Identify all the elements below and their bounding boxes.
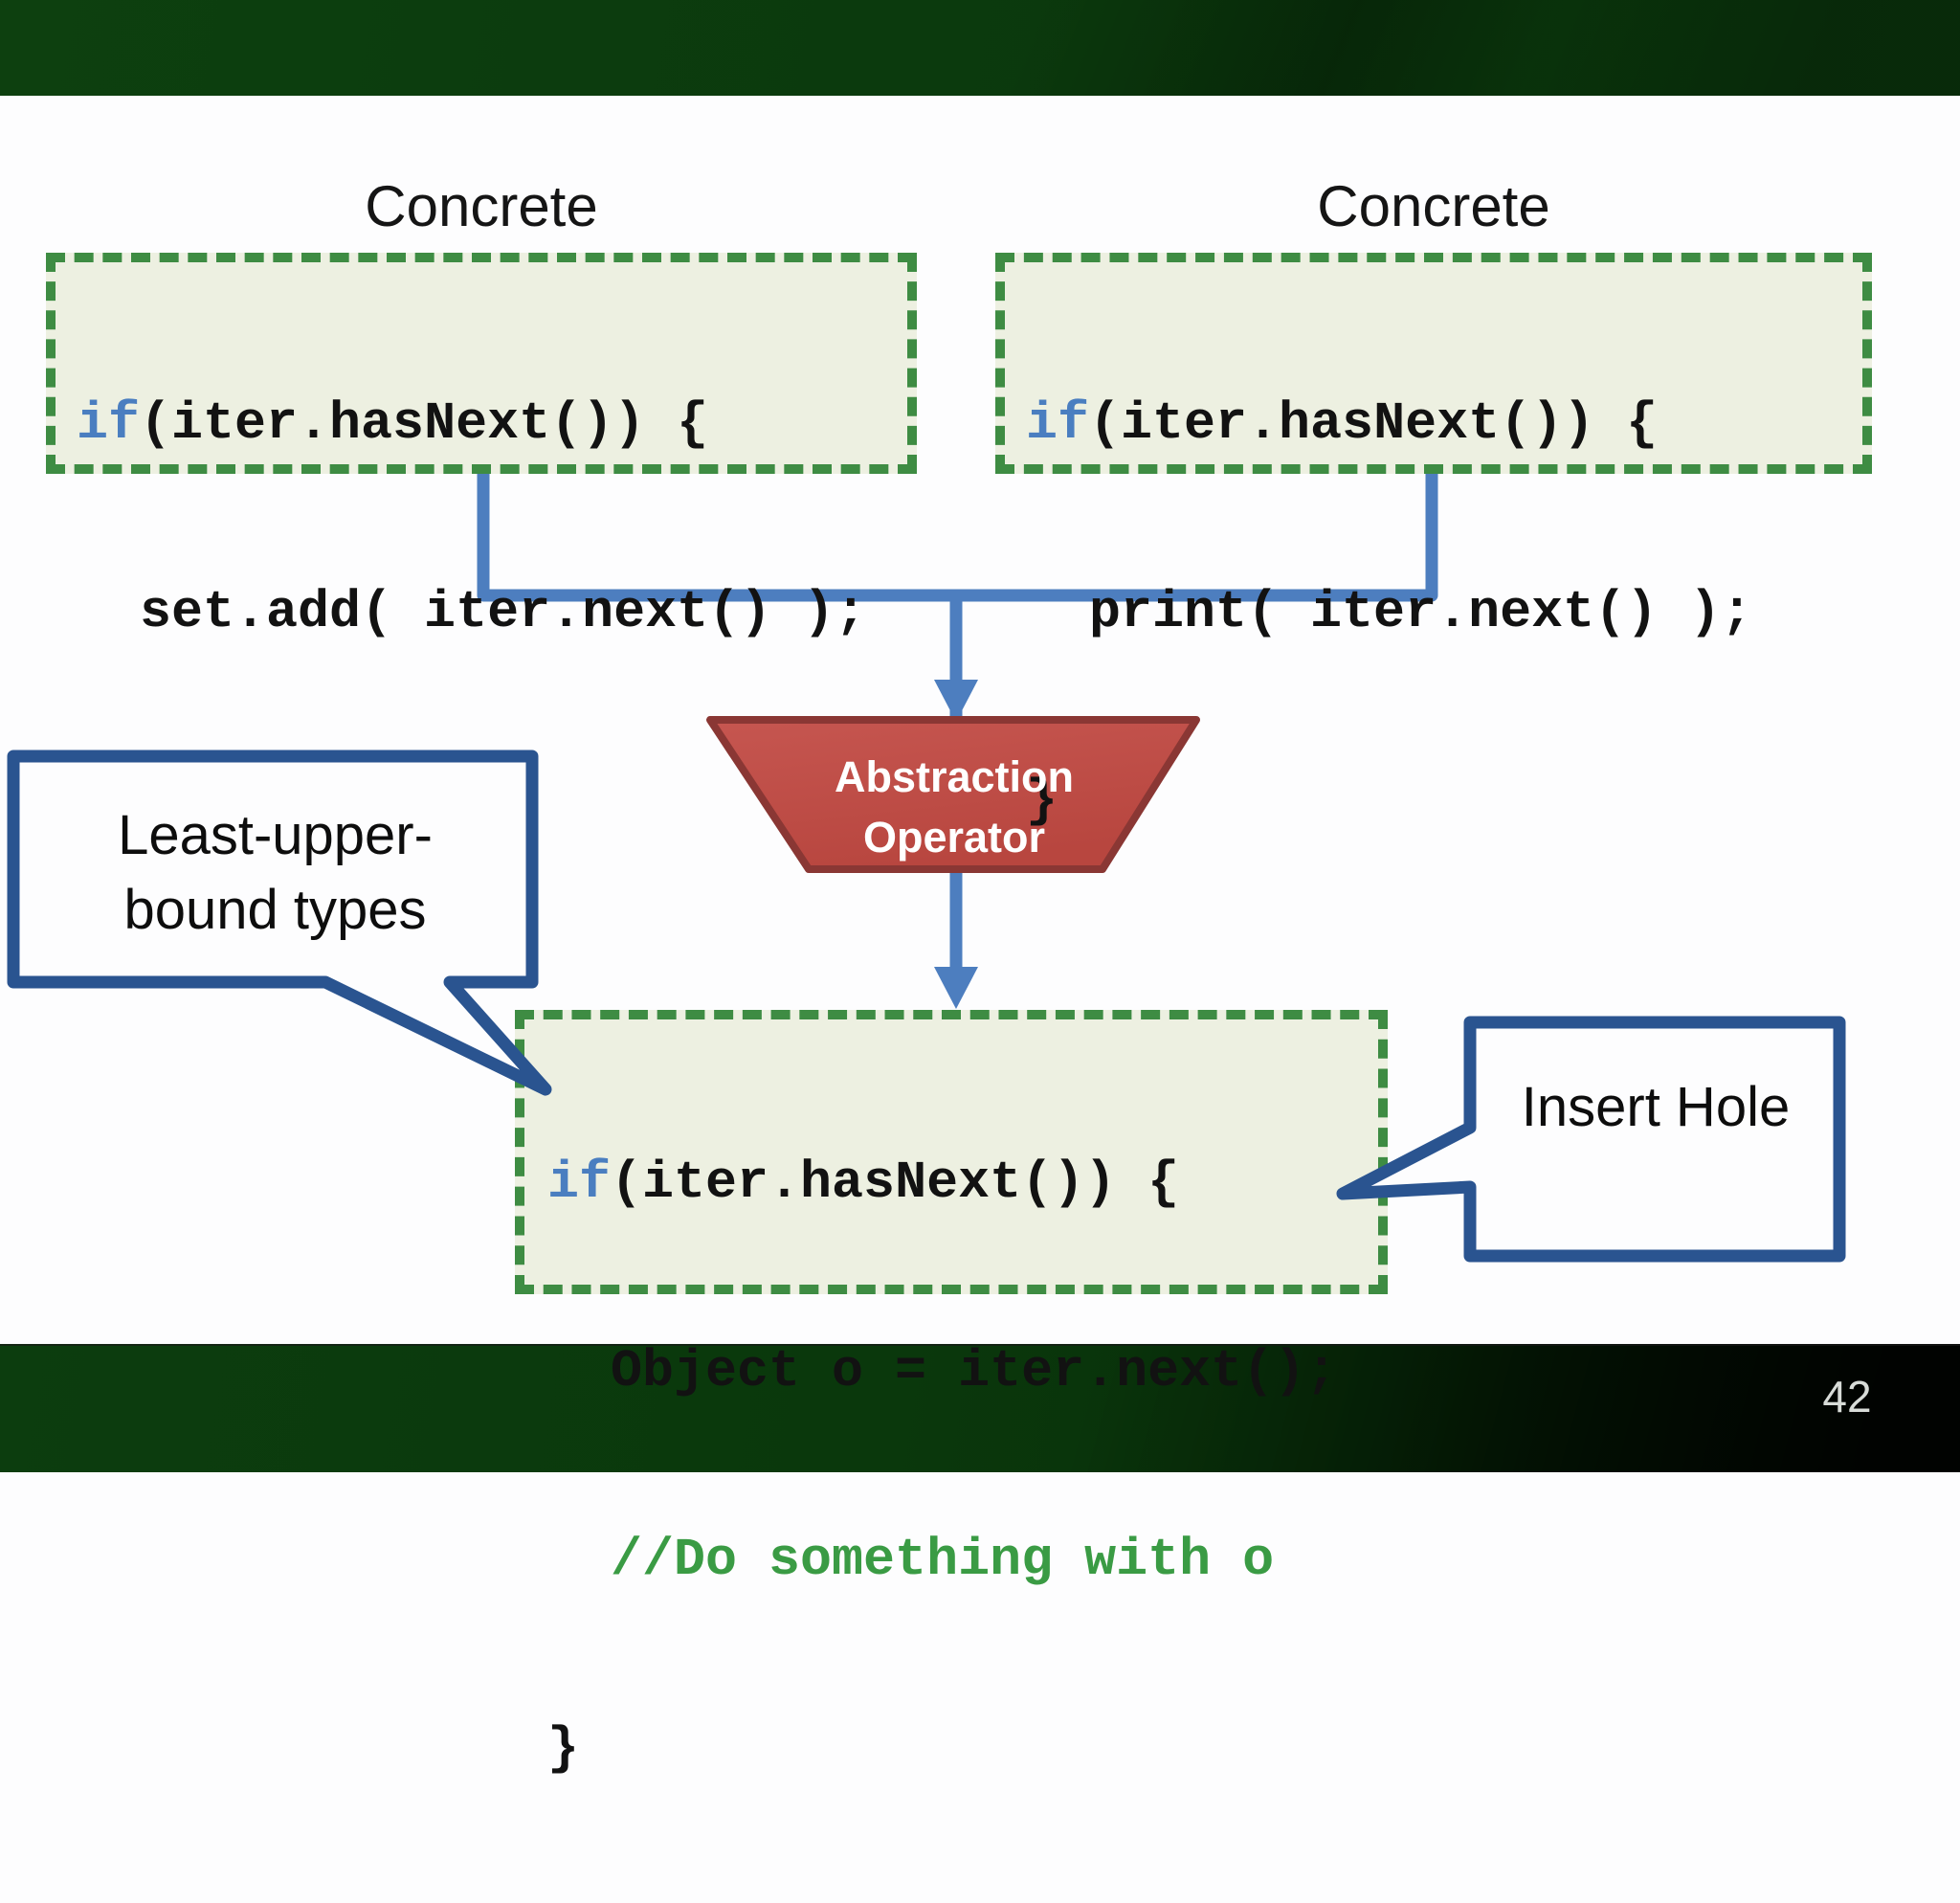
code-line: } (547, 1718, 580, 1779)
code-line: set.add( iter.next() ); (77, 582, 867, 642)
code-line-comment: //Do something with o (547, 1526, 1378, 1594)
code-box-concrete-right: if(iter.hasNext()) { print( iter.next() … (995, 253, 1872, 831)
code-line: print( iter.next() ); (1026, 582, 1753, 642)
left-box-title: Concrete (365, 174, 598, 238)
callout-text-insert-hole: Insert Hole (1521, 1076, 1791, 1138)
abstraction-operator-label: Abstraction Operator (787, 747, 1122, 867)
keyword-if: if (77, 393, 141, 454)
code-box-concrete-left: if(iter.hasNext()) { set.add( iter.next(… (46, 253, 917, 831)
code-line: if(iter.hasNext()) { (547, 1153, 1180, 1213)
code-line: if(iter.hasNext()) { (1026, 393, 1659, 454)
bottom-theme-bar (0, 1344, 1960, 1472)
keyword-if: if (547, 1153, 612, 1213)
top-theme-bar (0, 0, 1960, 96)
slide: Concrete Concrete if(iter.hasNext()) { s… (0, 0, 1960, 1779)
code-line: } (1026, 771, 1058, 831)
operator-label-line2: Operator (862, 813, 1046, 862)
code-line: if(iter.hasNext()) { (77, 393, 709, 454)
arrowhead-into-operator (934, 680, 978, 722)
code-box-abstracted-result: if(iter.hasNext()) { Object o = iter.nex… (515, 1010, 1388, 1779)
arrowhead-into-result (934, 967, 978, 1009)
callout-text-least-upper-bound: Least-upper- bound types (29, 798, 522, 948)
code-line: Object o = iter.next(); (547, 1341, 1338, 1401)
code-comment: //Do something with o (547, 1530, 1275, 1590)
right-box-title: Concrete (1317, 174, 1550, 238)
callout-left-line2: bound types (123, 879, 427, 941)
keyword-if: if (1026, 393, 1090, 454)
operator-label-line1: Abstraction (834, 752, 1075, 801)
callout-left-line1: Least-upper- (118, 804, 433, 866)
page-number: 42 (1822, 1372, 1872, 1422)
